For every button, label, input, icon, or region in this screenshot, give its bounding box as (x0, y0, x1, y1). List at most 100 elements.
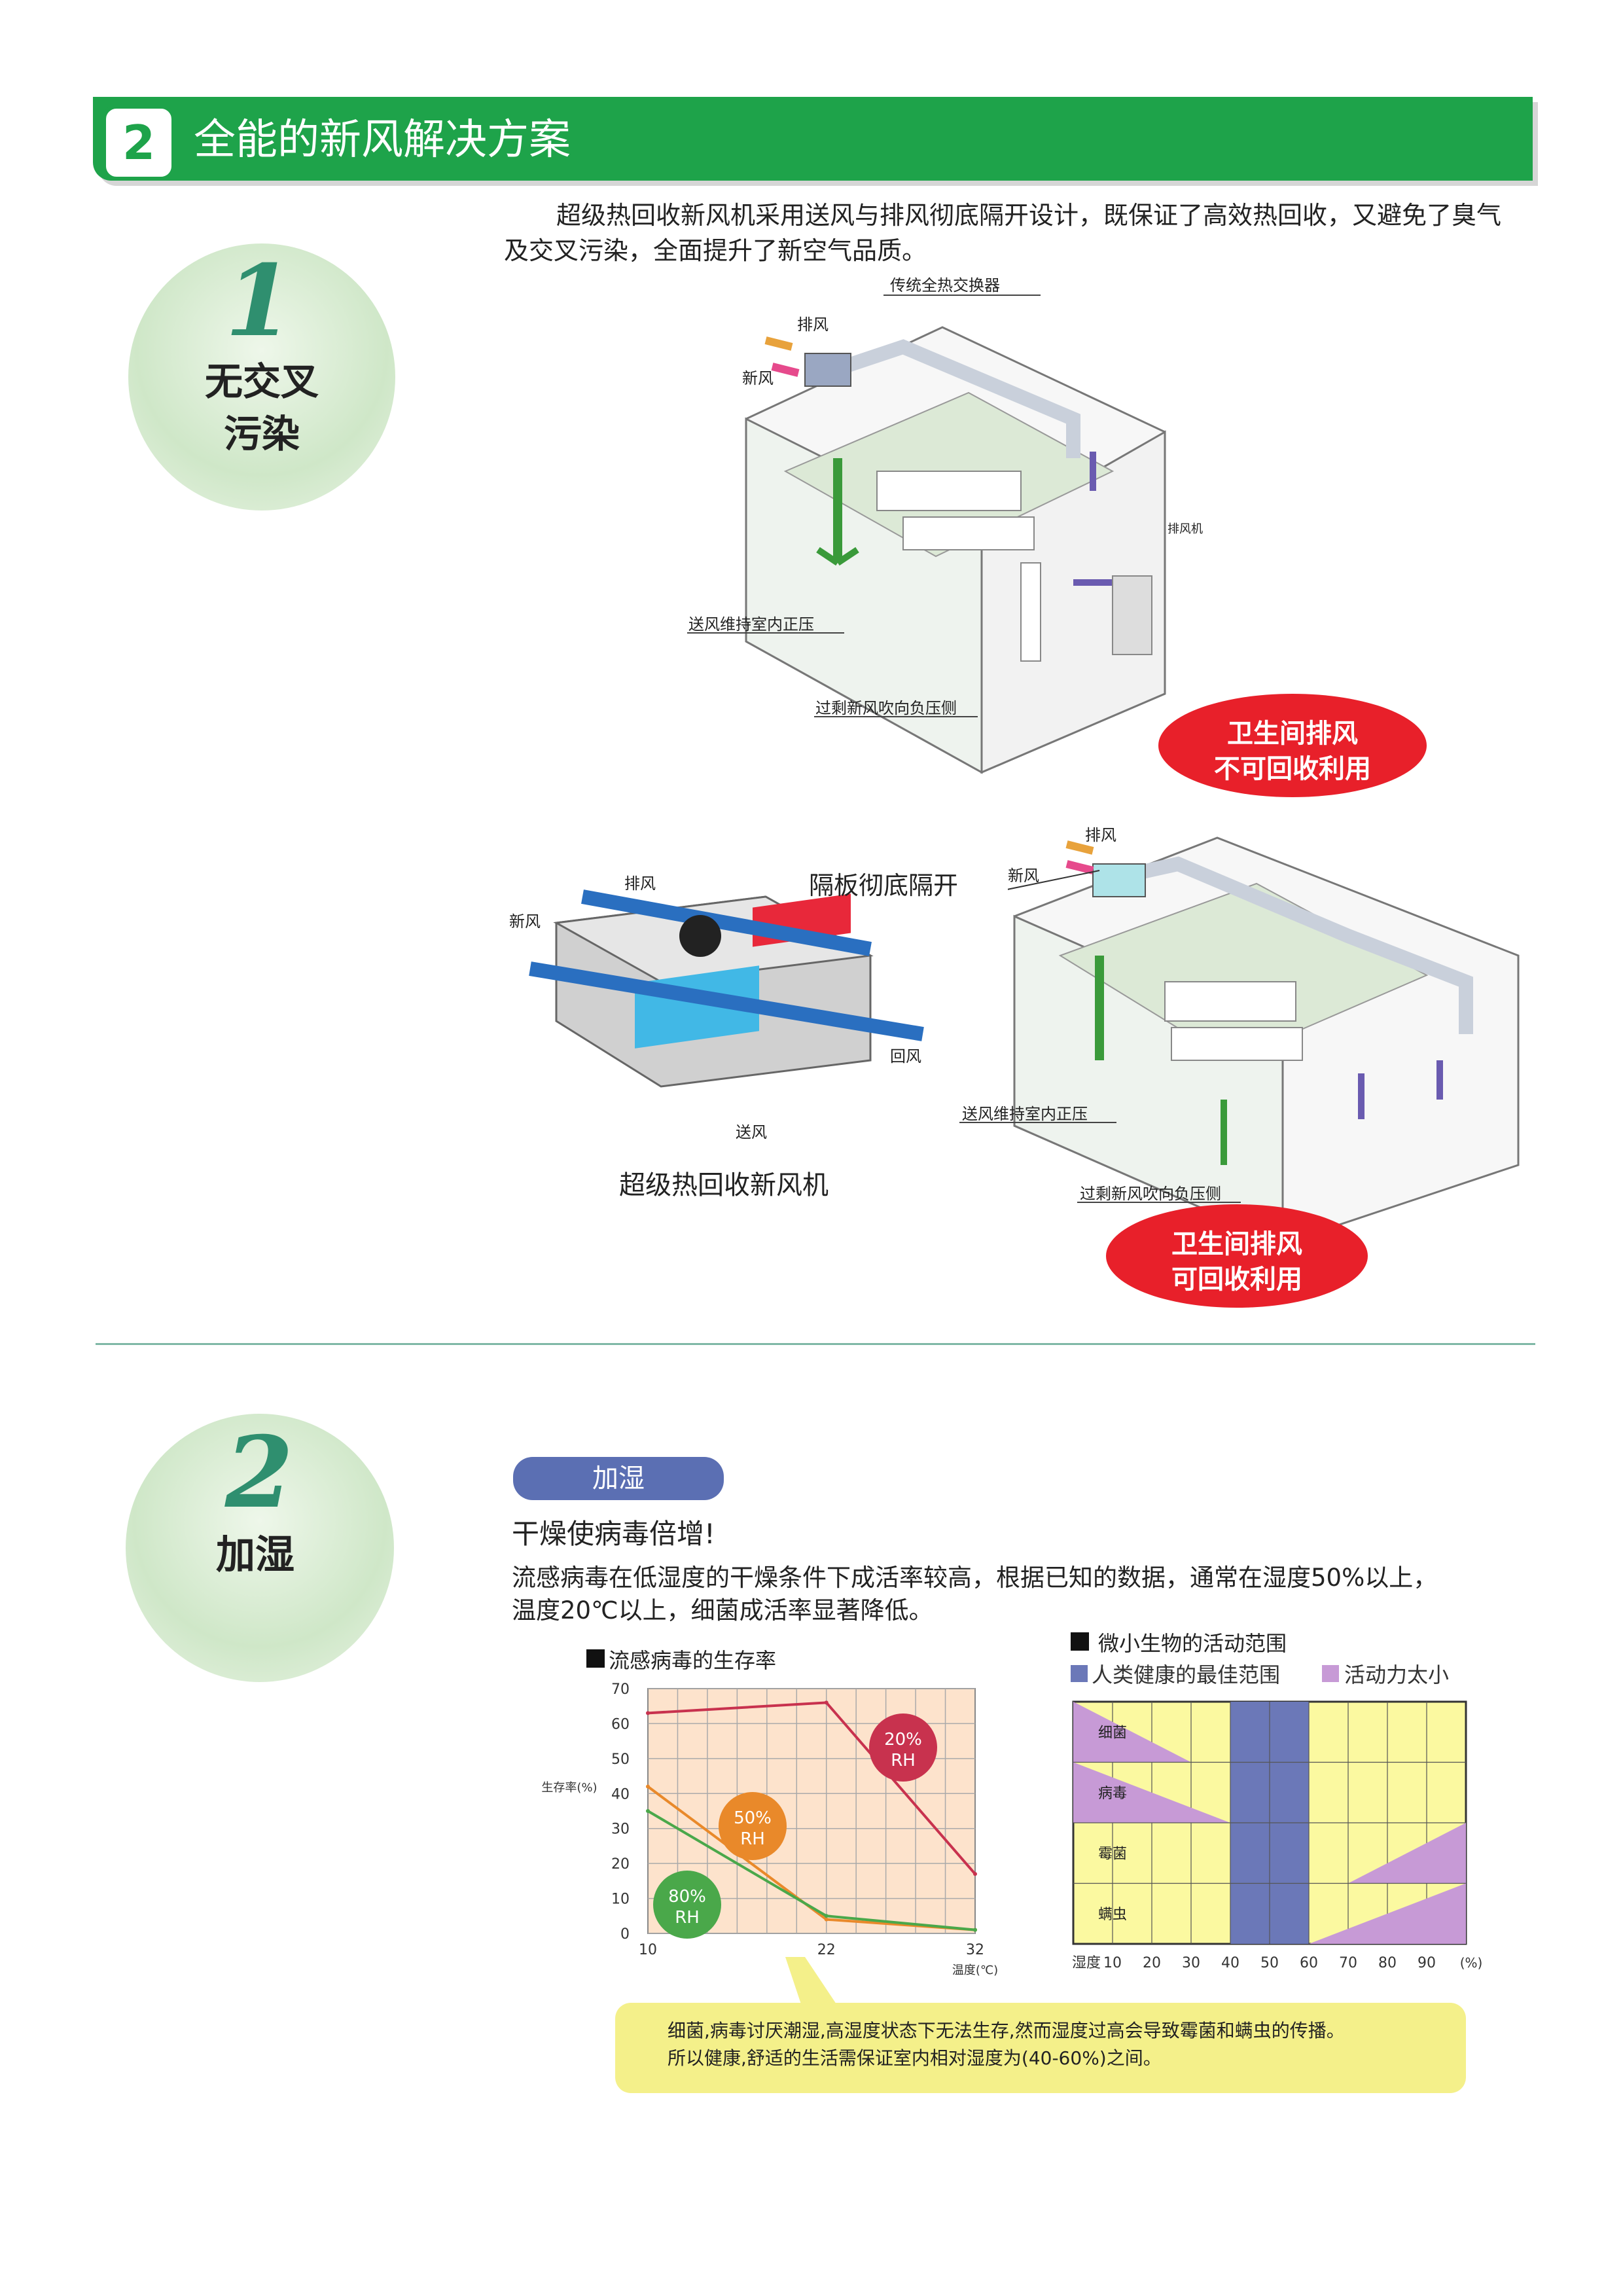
chart2-xtick-label: 70 (1339, 1955, 1357, 1971)
section1-label-line2: 污染 (223, 412, 300, 456)
chart1-ylabel: 生存率(%) (541, 1781, 597, 1795)
diagram2-partition-label: 隔板彻底隔开 (809, 871, 959, 900)
chart1-series-badge-top: 20% (884, 1730, 922, 1749)
diagram2-callout-line1: 卫生间排风 (1171, 1229, 1302, 1259)
diagram1-callout-line1: 卫生间排风 (1227, 719, 1358, 749)
section1-intro: 超级热回收新风机采用送风与排风彻底隔开设计，既保证了高效热回收，又避免了臭气及交… (504, 201, 1502, 265)
section-divider (96, 1343, 1535, 1345)
chart1-data-point (646, 1711, 650, 1715)
chart2-xtick-label: 80 (1378, 1955, 1397, 1971)
chart2-xtick-label: 10 (1103, 1955, 1122, 1971)
section1-number: 1 (224, 243, 294, 359)
chart1-series-badge (869, 1713, 937, 1782)
diagram1-negative-underline (814, 716, 978, 717)
chart2-low-activity-wedge (1073, 1702, 1191, 1763)
diagram2-negative-side: 过剩新风吹向负压侧 (1080, 1185, 1221, 1203)
chart1-data-point (824, 1917, 829, 1922)
chart1-data-point (824, 1700, 829, 1705)
diagram2-positive-underline (959, 1122, 1116, 1123)
diagram1-fresh-label: 新风 (742, 369, 774, 387)
chart2-low-activity-wedge (1073, 1762, 1230, 1823)
chart2-row-label: 螨虫 (1098, 1907, 1127, 1923)
chart1-title-marker (586, 1649, 605, 1668)
diagram2-supply: 送风 (736, 1123, 767, 1141)
diagram2-exhaust-label: 排风 (624, 874, 656, 893)
legend-low-activity-swatch (1322, 1665, 1339, 1682)
diagram2-machine-caption: 超级热回收新风机 (619, 1170, 829, 1200)
diagram2-return-air: 回风 (890, 1047, 921, 1066)
chart2-xunit: (%) (1460, 1955, 1483, 1971)
legend-optimal-swatch (1071, 1665, 1088, 1682)
chart1-ytick-label: 10 (611, 1892, 630, 1908)
section2-number: 2 (224, 1415, 294, 1530)
diagram1-callout-line2: 不可回收利用 (1214, 754, 1371, 784)
diagram2-building-illustration (1008, 836, 1520, 1244)
chart2-low-activity-wedge (1309, 1883, 1466, 1944)
chart1-xtick-label: 22 (817, 1942, 836, 1958)
section2-badge (126, 1414, 394, 1682)
chart1-ytick-label: 60 (611, 1716, 630, 1732)
diagram2-unit-illustration (529, 889, 924, 1088)
section2-label: 加湿 (216, 1532, 294, 1578)
chart2-low-activity-wedge (1348, 1823, 1466, 1884)
legend-optimal-label: 人类健康的最佳范围 (1092, 1662, 1281, 1687)
note-box (615, 2003, 1466, 2093)
chart2-title: 微小生物的活动范围 (1098, 1631, 1287, 1656)
chart1-series-badge-top: 50% (734, 1808, 772, 1828)
chart2-row-label: 霉菌 (1098, 1846, 1127, 1862)
chart2-xtick-label: 90 (1418, 1955, 1436, 1971)
chart2-xtick-label: 60 (1300, 1955, 1318, 1971)
chart1-ytick-label: 50 (611, 1751, 630, 1768)
diagram1-positive-pressure: 送风维持室内正压 (688, 615, 814, 634)
chart1-data-point (973, 1928, 977, 1932)
diagram2-exhaust-top: 排风 (1085, 826, 1116, 844)
diagram1-positive-underline (687, 632, 844, 634)
chart1-xlabel: 温度(℃) (952, 1964, 998, 1977)
chart1-series-badge (653, 1871, 721, 1939)
note-line1: 细菌,病毒讨厌潮湿,高湿度状态下无法生存,然而湿度过高会导致霉菌和螨虫的传播。 (668, 2020, 1345, 2041)
chart2-xtick-label: 30 (1182, 1955, 1200, 1971)
chart1-data-point (646, 1809, 650, 1813)
humidify-pill: 加湿 (513, 1457, 724, 1500)
diagram2-negative-underline (1077, 1202, 1241, 1203)
section2-para-line1: 流感病毒在低湿度的干燥条件下成活率较高，根据已知的数据，通常在湿度50%以上， (512, 1564, 1438, 1592)
diagram1-negative-side: 过剩新风吹向负压侧 (815, 699, 957, 717)
chart1-data-point (646, 1784, 650, 1789)
diagram1-top-underline (883, 295, 1041, 296)
chart1-xtick-label: 32 (966, 1942, 984, 1958)
chart1-series-badge-bottom: RH (675, 1908, 700, 1928)
section2-headline: 干燥使病毒倍增! (512, 1518, 715, 1550)
chart2-row-label: 细菌 (1098, 1725, 1127, 1741)
chart1-data-point (973, 1872, 977, 1876)
chart1-series-badge-bottom: RH (891, 1751, 916, 1770)
diagram2-callout-line2: 可回收利用 (1171, 1265, 1302, 1295)
chart1-title: 流感病毒的生存率 (609, 1648, 777, 1673)
diagram2-fresh-label: 新风 (509, 912, 541, 931)
header-number: 2 (102, 105, 175, 181)
chart1-ytick-label: 30 (611, 1821, 630, 1838)
diagram1-exhaust-fan-label: 排风机 (1168, 522, 1203, 536)
diagram1-exhaust-label: 排风 (797, 315, 829, 334)
section2-para-line2: 温度20℃以上，细菌成活率显著降低。 (512, 1596, 933, 1624)
chart1-series-badge-top: 80% (668, 1887, 706, 1907)
section-header-bar (93, 97, 1533, 181)
chart1-ytick-label: 70 (611, 1681, 630, 1698)
chart2-xtick-label: 20 (1143, 1955, 1161, 1971)
chart1-xtick-label: 10 (639, 1942, 657, 1958)
diagram2-callout (1106, 1204, 1368, 1308)
note-line2: 所以健康,舒适的生活需保证室内相对湿度为(40-60%)之间。 (668, 2047, 1162, 2069)
section1-badge (128, 243, 395, 511)
chart2-xtick-label: 40 (1221, 1955, 1240, 1971)
chart1-data-point (824, 1914, 829, 1918)
diagram1-callout (1158, 694, 1427, 797)
chart2-xlabel: 湿度 (1072, 1955, 1101, 1971)
diagram2-positive-pressure: 送风维持室内正压 (962, 1105, 1088, 1123)
chart1-ytick-label: 40 (611, 1786, 630, 1803)
diagram1-top-label: 传统全热交换器 (890, 276, 1000, 295)
legend-low-activity-label: 活动力太小 (1344, 1662, 1450, 1687)
chart2-title-marker (1071, 1632, 1089, 1651)
chart1-ytick-label: 0 (620, 1926, 630, 1943)
chart2-row-label: 病毒 (1098, 1785, 1127, 1802)
